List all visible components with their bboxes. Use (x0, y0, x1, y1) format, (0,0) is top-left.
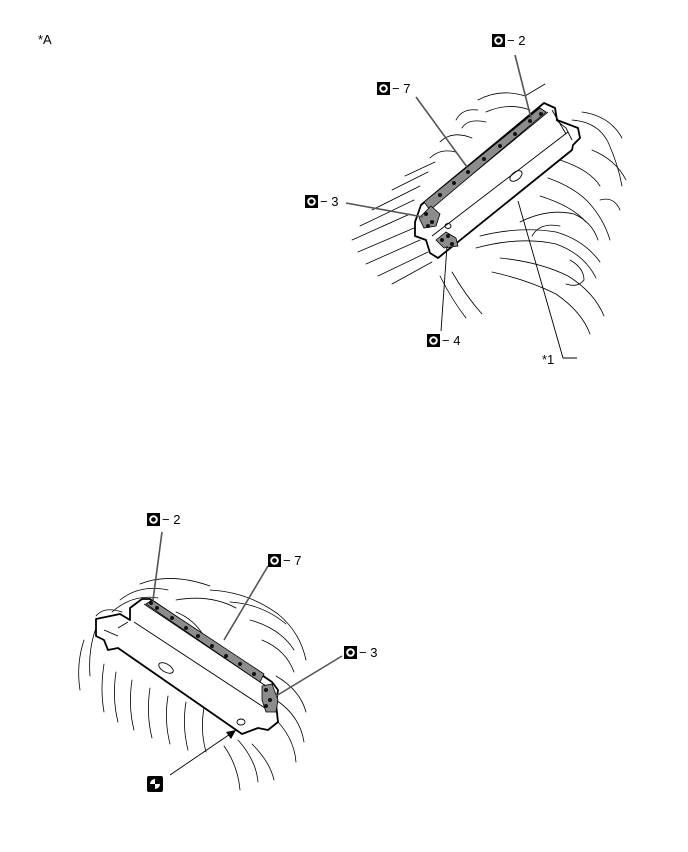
leader-rear-indicator (169, 729, 237, 776)
arrow-head (226, 730, 236, 739)
upper-sealer-areas (418, 107, 547, 249)
sealer-patch-3 (418, 205, 441, 229)
leader-u3 (345, 202, 424, 218)
callout-lower-3: − 3 (343, 645, 377, 660)
upper-view: − 2 − 7 − 3 − 4 *1 (304, 33, 627, 367)
leader-l3 (275, 655, 343, 697)
sealer-icon (426, 333, 441, 348)
rear-indicator-icon (147, 776, 163, 792)
leader-l7 (223, 565, 269, 641)
callout-upper-2: − 2 (491, 33, 525, 48)
svg-text:− 3: − 3 (359, 645, 377, 660)
callout-upper-3: − 3 (304, 194, 338, 209)
lower-reinforcement-panel (95, 598, 279, 735)
leader-u2 (514, 54, 532, 119)
callout-upper-4: − 4 (426, 333, 460, 348)
lower-view: − 2 − 7 − 3 (78, 512, 377, 792)
leader-u4 (440, 245, 448, 332)
upper-body-structure (351, 83, 627, 335)
sealer-icon (146, 512, 161, 527)
callout-lower-7: − 7 (267, 553, 301, 568)
sealer-icon (304, 194, 319, 209)
leader-u7 (415, 96, 468, 168)
lower-body-structure (78, 578, 307, 791)
lower-sealer-areas (145, 599, 279, 713)
svg-text:− 2: − 2 (507, 33, 525, 48)
svg-text:− 7: − 7 (283, 553, 301, 568)
svg-text:− 2: − 2 (162, 512, 180, 527)
part-callout-1: *1 (542, 352, 554, 367)
leader-part-1 (517, 200, 577, 359)
sealer-icon (491, 33, 506, 48)
sealer-icon (267, 553, 282, 568)
sealer-icon (343, 645, 358, 660)
svg-text:− 7: − 7 (392, 81, 410, 96)
svg-text:− 3: − 3 (320, 194, 338, 209)
callout-lower-2: − 2 (146, 512, 180, 527)
callout-upper-7: − 7 (376, 81, 410, 96)
view-label: *A (38, 32, 52, 47)
svg-text:− 4: − 4 (442, 333, 460, 348)
sealer-icon (376, 81, 391, 96)
leader-l2 (152, 531, 163, 601)
